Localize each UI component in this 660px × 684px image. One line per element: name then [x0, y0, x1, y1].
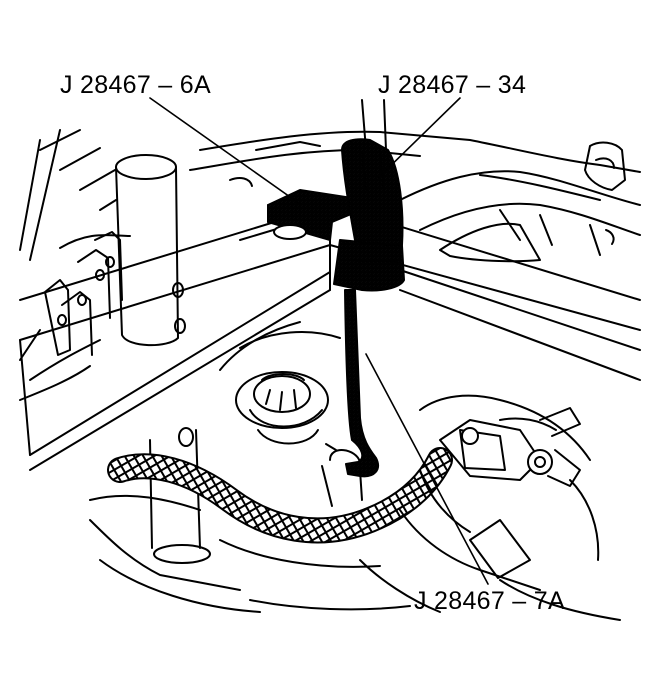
engine-base	[89, 519, 441, 613]
callout-tool-7a: J 28467 – 7A	[414, 587, 565, 615]
upper-engine-cover	[189, 130, 641, 263]
callout-tool-34: J 28467 – 34	[378, 71, 527, 99]
left-wiring	[19, 129, 131, 401]
support-rail	[19, 204, 641, 471]
leader-lines	[149, 97, 489, 585]
hook-rod-7a	[321, 289, 379, 507]
callout-tool-6a: J 28467 – 6A	[60, 71, 211, 99]
corrugated-hose	[89, 447, 453, 544]
vertical-tube	[115, 154, 211, 564]
lifting-arm-34	[333, 99, 405, 292]
right-bracket-assembly	[399, 394, 621, 621]
oil-filler-cap	[219, 321, 341, 451]
bracket-6a	[267, 189, 357, 241]
